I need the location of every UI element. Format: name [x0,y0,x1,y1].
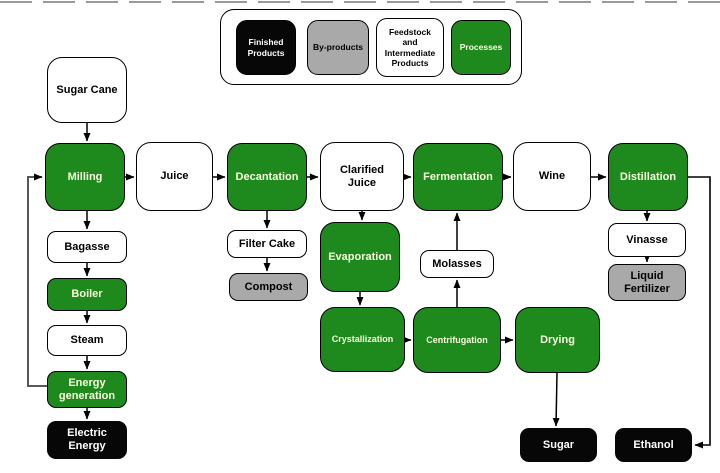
node-label: Bagasse [64,240,110,253]
edge-drying-to-sugar [552,372,560,427]
edge-distillation-to-ethanol [688,176,711,449]
node-label: Wine [538,170,566,183]
node-fermentation: Fermentation [413,143,503,211]
node-liquid-fertilizer: Liquid Fertilizer [608,264,686,301]
node-label: Milling [67,170,103,183]
node-boiler: Boiler [47,278,127,311]
node-label: Fermentation [423,170,493,183]
node-juice: Juice [136,142,213,211]
node-sugar-cane: Sugar Cane [47,57,127,123]
node-label: Energy generation [58,376,116,402]
node-decantation: Decantation [227,143,307,211]
top-border-dashes [0,1,720,3]
legend-label: Processes [459,42,503,53]
node-ethanol: Ethanol [615,428,692,462]
node-label: Vinasse [626,233,668,246]
node-filter-cake: Filter Cake [227,230,307,258]
node-steam: Steam [47,325,127,356]
node-evaporation: Evaporation [320,222,400,292]
node-label: Compost [244,280,293,293]
legend-feedstock-intermediate: Feedstock and Intermediate Products [376,18,444,77]
legend-label: Finished Products [247,37,285,58]
node-bagasse: Bagasse [47,231,127,263]
node-label: Sugar Cane [56,83,118,96]
node-label: Liquid Fertilizer [624,269,670,295]
node-clarified-juice: Clarified Juice [320,142,404,211]
node-centrifugation: Centrifugation [413,307,501,373]
node-electric-energy: Electric Energy [47,421,127,459]
legend-processes: Processes [451,20,511,75]
legend-label: By-products [312,42,364,53]
node-label: Centrifugation [426,334,488,345]
node-molasses: Molasses [420,250,494,278]
node-label: Boiler [71,288,103,301]
node-distillation: Distillation [608,143,688,211]
node-label: Clarified Juice [339,163,384,189]
node-label: Electric Energy [67,427,107,452]
node-vinasse: Vinasse [608,223,686,257]
node-sugar: Sugar [520,428,597,462]
legend-by-products: By-products [307,20,369,75]
node-milling: Milling [45,143,125,211]
node-label: Decantation [235,170,299,183]
node-label: Crystallization [331,334,394,345]
node-label: Filter Cake [238,237,296,250]
node-label: Drying [540,333,575,346]
node-label: Ethanol [633,438,674,451]
node-energy-generation: Energy generation [47,371,127,408]
legend-label: Feedstock and Intermediate Products [384,27,436,68]
node-label: Steam [70,334,104,347]
node-compost: Compost [229,273,308,301]
node-label: Sugar [542,438,575,451]
node-label: Distillation [619,170,677,183]
legend: Finished Products By-products Feedstock … [220,9,522,85]
node-label: Juice [160,170,189,183]
edge-energy-generation-to-milling-feedback [27,173,48,387]
legend-finished-products: Finished Products [236,20,296,75]
node-label: Molasses [432,257,482,270]
node-wine: Wine [513,142,591,211]
node-drying: Drying [515,307,600,373]
node-crystallization: Crystallization [320,307,405,372]
node-label: Evaporation [328,250,392,263]
